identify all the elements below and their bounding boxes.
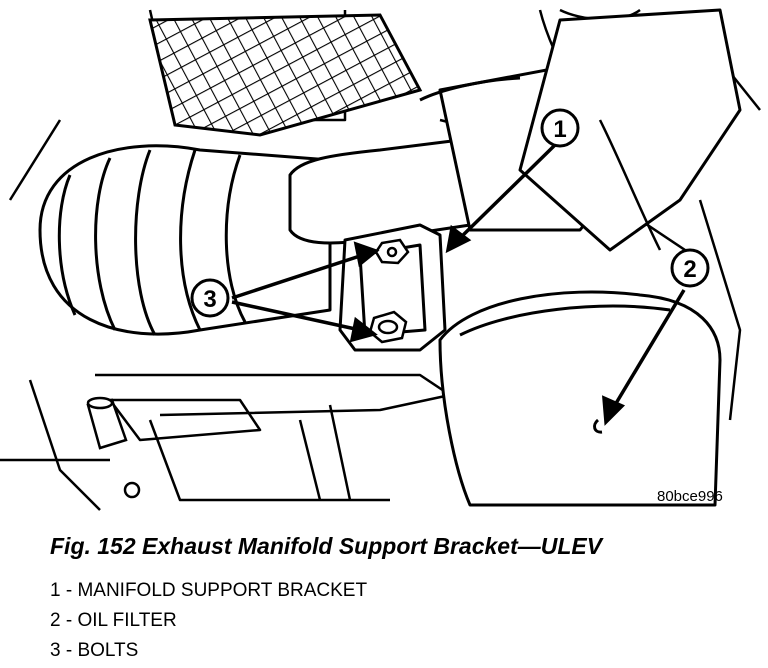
legend-item: 1 - MANIFOLD SUPPORT BRACKET	[50, 580, 368, 601]
stud	[86, 396, 141, 499]
dust-boot	[38, 144, 332, 336]
line-drawing-figure: 1 2 3	[0, 8, 761, 511]
legend-item: 2 - OIL FILTER	[50, 610, 177, 631]
engine-illustration: 1 2 3	[0, 8, 761, 511]
figure-legend: 1 - MANIFOLD SUPPORT BRACKET 2 - OIL FIL…	[50, 576, 367, 666]
callout-3-label: 3	[203, 286, 216, 313]
legend-item: 3 - BOLTS	[50, 640, 139, 661]
figure-caption: Fig. 152 Exhaust Manifold Support Bracke…	[50, 533, 603, 559]
callout-2: 2	[670, 248, 710, 288]
callout-2-label: 2	[683, 256, 696, 283]
callout-arrows	[231, 143, 686, 426]
figure-reference-code: 80bce996	[657, 488, 723, 505]
bolt-lower	[368, 310, 408, 344]
heat-shield	[148, 13, 423, 137]
oil-filter	[438, 290, 722, 507]
callout-1: 1	[540, 108, 580, 148]
callout-3: 3	[190, 278, 230, 318]
callout-1-label: 1	[553, 116, 566, 143]
upper-tube	[518, 8, 742, 252]
